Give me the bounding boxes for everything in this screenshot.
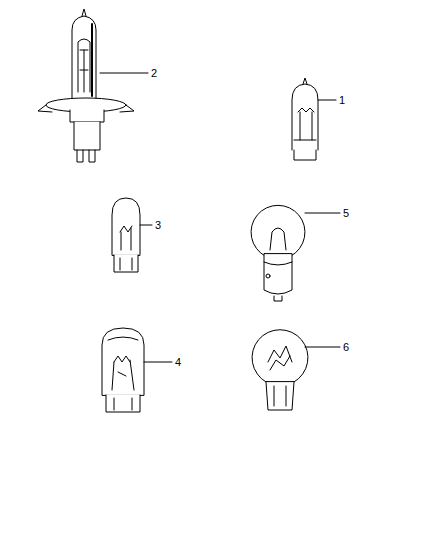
filament — [268, 346, 292, 370]
leader-line — [305, 213, 340, 214]
bulb-glass — [102, 328, 144, 395]
bulb-flange — [46, 98, 126, 112]
wedge-base — [114, 255, 138, 272]
callout-number: 1 — [339, 95, 345, 106]
wedge-base — [266, 382, 294, 410]
callout-number: 3 — [155, 220, 161, 231]
filament — [298, 108, 314, 140]
leader-line — [305, 347, 340, 348]
wedge-base — [106, 395, 140, 412]
bulb-glass — [112, 198, 140, 255]
filament — [270, 228, 286, 250]
bulb-tip — [82, 9, 86, 16]
bulb-base — [294, 140, 316, 160]
plug-prong — [77, 150, 95, 162]
bulb-tip — [303, 78, 307, 84]
filament — [112, 356, 134, 390]
glass-highlight — [108, 337, 138, 340]
filament — [80, 50, 88, 92]
filament-shield — [78, 39, 90, 92]
leader-line — [144, 362, 172, 363]
callout-number: 5 — [343, 208, 349, 219]
base-contact — [264, 262, 292, 301]
filament — [120, 226, 132, 250]
bulb-glass — [72, 16, 96, 100]
bayonet-base — [264, 254, 292, 294]
callout-number: 4 — [175, 357, 181, 368]
bulb-glass — [252, 330, 308, 382]
bulb-collar — [70, 110, 104, 122]
leader-line — [100, 73, 148, 74]
glass-highlight — [91, 24, 93, 96]
leader-line — [318, 100, 336, 101]
bulb-plug — [74, 122, 100, 150]
bulb-glass — [251, 205, 305, 256]
callout-number: 6 — [343, 342, 349, 353]
bayonet-pin — [266, 274, 270, 278]
callout-number: 2 — [151, 68, 157, 79]
leader-line — [140, 225, 152, 226]
base-contact — [274, 386, 286, 406]
